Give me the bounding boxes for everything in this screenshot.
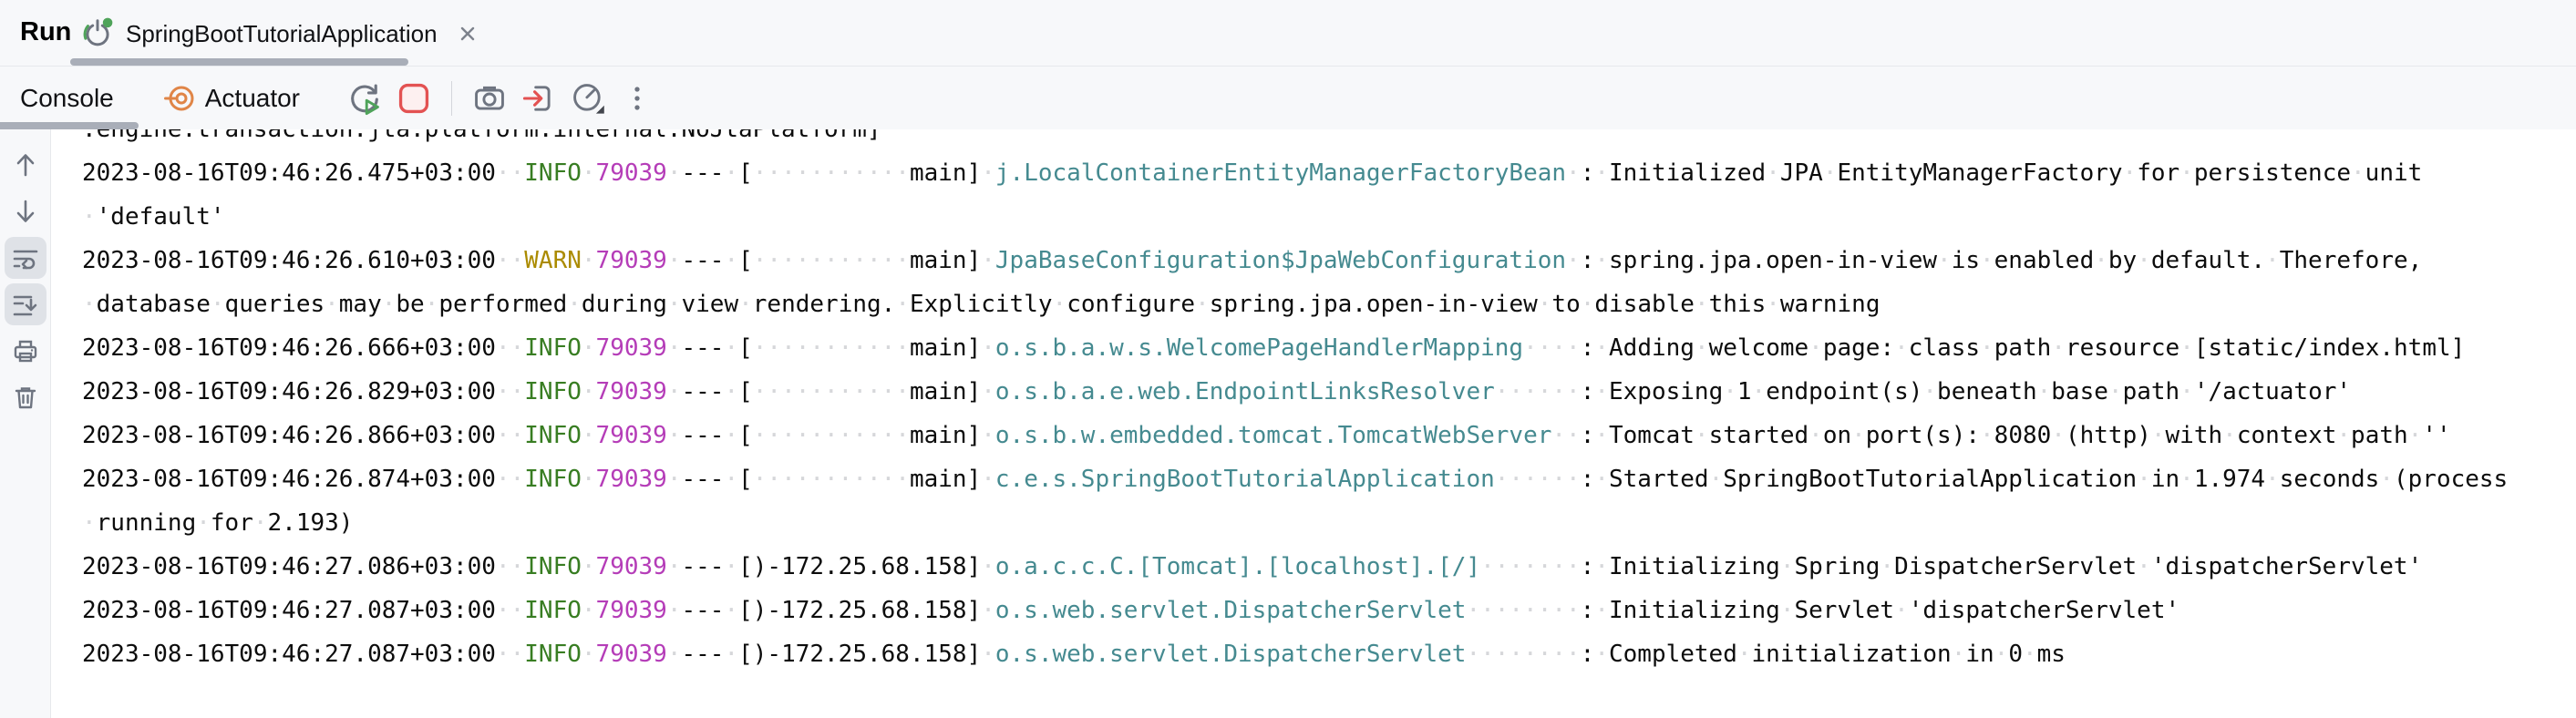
spring-actuator-icon [163,82,196,115]
console-toolbar: Console Actuator [0,67,2576,129]
tool-window-title-bar: Run SpringBootTutorialApplication [0,0,2576,67]
spring-boot-run-icon [80,16,115,51]
run-configuration-tab[interactable]: SpringBootTutorialApplication [80,5,479,62]
clear-console-button[interactable] [5,376,46,418]
tool-window-title: Run [20,17,72,46]
console-output[interactable]: .engine.transaction.jta.platform.interna… [52,129,2576,718]
console-log-line: 2023-08-16T09:46:26.866+03:00··INFO·7903… [82,422,2451,449]
tab-console[interactable]: Console [20,84,114,113]
tab-actuator[interactable]: Actuator [163,82,300,115]
stop-button[interactable] [393,77,435,119]
profiler-gauge-button[interactable] [567,77,609,119]
console-log-line: 2023-08-16T09:46:26.666+03:00··INFO·7903… [82,334,2466,362]
console-log-line: .engine.transaction.jta.platform.interna… [82,129,881,143]
scroll-up-button[interactable] [5,144,46,186]
console-log-line: 2023-08-16T09:46:27.087+03:00··INFO·7903… [82,641,2066,668]
console-tab-indicator [0,122,139,129]
tab-console-label: Console [20,84,114,112]
console-log-line: 2023-08-16T09:46:27.086+03:00··INFO·7903… [82,553,2423,580]
more-kebab-button[interactable] [616,77,658,119]
tab-actuator-label: Actuator [204,84,301,112]
run-configuration-tab-label: SpringBootTutorialApplication [126,19,438,47]
console-log-line: 2023-08-16T09:46:26.829+03:00··INFO·7903… [82,378,2352,405]
exit-button[interactable] [518,77,560,119]
active-tab-indicator [70,58,408,66]
console-log-line: ·'default' [82,203,225,231]
console-log-line: ·running·for·2.193) [82,509,354,537]
console-log: .engine.transaction.jta.platform.interna… [82,129,2508,676]
scroll-to-end-button[interactable] [4,283,46,325]
toolbar-separator [451,81,453,116]
console-log-line: 2023-08-16T09:46:27.087+03:00··INFO·7903… [82,597,2180,624]
scroll-down-button[interactable] [5,190,46,232]
console-log-line: ·database·queries·may·be·performed·durin… [82,291,1880,318]
run-tool-window-header: Run SpringBootTutorialApplication Consol… [0,0,2576,129]
print-button[interactable] [5,330,46,372]
run-actions-group [344,77,658,119]
thread-dump-camera-button[interactable] [469,77,510,119]
close-icon[interactable] [456,22,479,46]
console-log-line: 2023-08-16T09:46:26.610+03:00··WARN·7903… [82,247,2423,274]
console-gutter-toolbar [0,129,51,718]
console-log-line: 2023-08-16T09:46:26.475+03:00··INFO·7903… [82,159,2423,187]
soft-wrap-button[interactable] [4,237,46,279]
rerun-button[interactable] [344,77,386,119]
console-log-line: 2023-08-16T09:46:26.874+03:00··INFO·7903… [82,466,2509,493]
